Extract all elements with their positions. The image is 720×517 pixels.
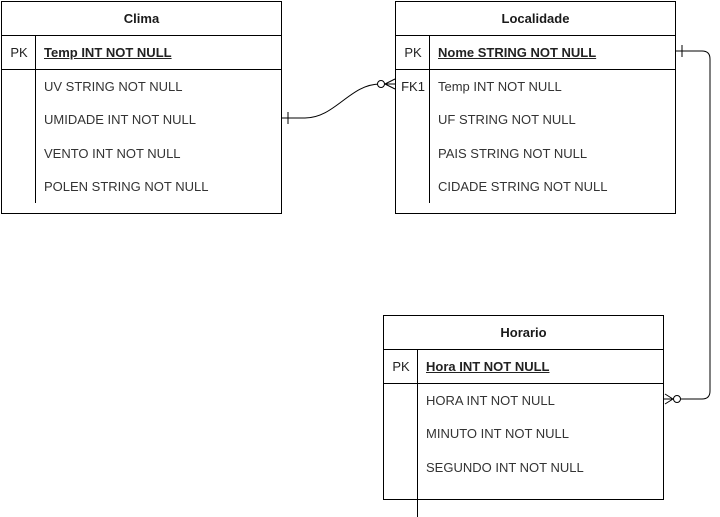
attribute-field: UMIDADE INT NOT NULL (44, 112, 196, 127)
attribute-row[interactable]: VENTO INT NOT NULL (2, 137, 281, 170)
pk-row[interactable]: PK Temp INT NOT NULL (2, 36, 281, 70)
attribute-field: MINUTO INT NOT NULL (426, 426, 570, 441)
relationship-connectors (282, 45, 711, 405)
zero-marker (673, 395, 681, 403)
pk-row[interactable]: PK Nome STRING NOT NULL (396, 36, 675, 70)
attribute-field: Temp INT NOT NULL (438, 79, 562, 94)
key-column-divider (35, 70, 36, 203)
crow-foot-marker (384, 78, 396, 85)
key-column-divider (429, 70, 430, 203)
key-column-divider (429, 35, 430, 69)
attribute-row[interactable]: PAIS STRING NOT NULL (396, 137, 675, 170)
relationship-localidade-horario[interactable] (664, 45, 711, 405)
pk-label: PK (404, 45, 422, 60)
key-column-divider (35, 35, 36, 69)
attribute-row[interactable]: UMIDADE INT NOT NULL (2, 103, 281, 136)
attribute-row[interactable]: FK1 Temp INT NOT NULL (396, 70, 675, 103)
attribute-field: CIDADE STRING NOT NULL (438, 179, 608, 194)
pk-row[interactable]: PK Hora INT NOT NULL (384, 350, 663, 384)
attribute-field: UV STRING NOT NULL (44, 79, 183, 94)
key-column-divider (417, 384, 418, 517)
attribute-field: PAIS STRING NOT NULL (438, 146, 588, 161)
entity-horario[interactable]: Horario PK Hora INT NOT NULL HORA INT NO… (383, 315, 664, 517)
attribute-row[interactable]: UF STRING NOT NULL (396, 103, 675, 136)
attribute-field: UF STRING NOT NULL (438, 112, 576, 127)
pk-label: PK (392, 359, 410, 374)
crow-foot-marker (664, 393, 674, 400)
pk-label: PK (10, 45, 28, 60)
key-column-divider (417, 349, 418, 383)
entity-title: Localidade (396, 2, 675, 36)
attribute-row[interactable]: CIDADE STRING NOT NULL (396, 170, 675, 203)
zero-marker (377, 80, 385, 88)
attribute-field: VENTO INT NOT NULL (44, 146, 181, 161)
attribute-row[interactable]: SEGUNDO INT NOT NULL (384, 451, 663, 484)
attribute-row[interactable]: HORA INT NOT NULL (384, 384, 663, 417)
attribute-row[interactable]: UV STRING NOT NULL (2, 70, 281, 103)
attribute-row[interactable]: POLEN STRING NOT NULL (2, 170, 281, 203)
attribute-row[interactable]: MINUTO INT NOT NULL (384, 417, 663, 450)
pk-field: Nome STRING NOT NULL (438, 45, 597, 60)
entity-title: Horario (384, 316, 663, 350)
relationship-clima-localidade[interactable] (282, 78, 396, 124)
entity-clima[interactable]: Clima PK Temp INT NOT NULL UV STRING NOT… (1, 1, 282, 214)
attribute-field: HORA INT NOT NULL (426, 393, 555, 408)
pk-field: Temp INT NOT NULL (44, 45, 172, 60)
entity-title: Clima (2, 2, 281, 36)
entity-localidade[interactable]: Localidade PK Nome STRING NOT NULL FK1 T… (395, 1, 676, 214)
fk-label: FK1 (401, 79, 425, 94)
pk-field: Hora INT NOT NULL (426, 359, 550, 374)
attribute-field: POLEN STRING NOT NULL (44, 179, 209, 194)
crow-foot-marker (384, 83, 396, 90)
attribute-field: SEGUNDO INT NOT NULL (426, 460, 584, 475)
crow-foot-marker (664, 398, 674, 405)
